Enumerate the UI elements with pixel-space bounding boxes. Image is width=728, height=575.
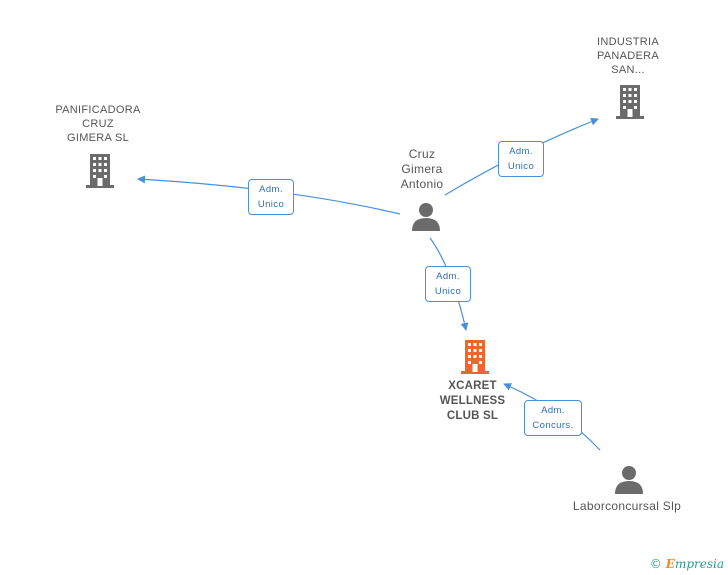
edge-label-adm-unico[interactable]: Adm. Unico (248, 179, 294, 215)
building-icon (86, 154, 114, 188)
edge-label-adm-concurs[interactable]: Adm. Concurs. (524, 400, 582, 436)
footer-brand: ©Empresia (650, 557, 724, 571)
edge-label-line: Unico (257, 199, 285, 210)
person-icon (615, 466, 643, 494)
edge-label-line: Unico (507, 161, 535, 172)
edge-label-line: Concurs. (532, 420, 574, 431)
edge-label-line: Unico (434, 286, 462, 297)
brand-logo-letter: E (665, 557, 675, 571)
node-label-laborconcursal[interactable]: Laborconcursal Slp (562, 499, 692, 513)
node-label-xcaret[interactable]: XCARET WELLNESS CLUB SL (425, 379, 520, 424)
copyright-icon: © (649, 557, 662, 571)
edge-label-line: Adm. (259, 184, 283, 195)
label-line: XCARET (448, 380, 497, 392)
edge-label-adm-unico[interactable]: Adm. Unico (425, 266, 471, 302)
label-line: WELLNESS (439, 395, 506, 407)
label-line: Cruz (408, 147, 436, 161)
node-label-industria[interactable]: INDUSTRIA PANADERA SAN... (578, 35, 678, 77)
building-icon (616, 85, 644, 119)
label-line: PANADERA (596, 50, 660, 62)
label-line: Gimera (401, 162, 443, 176)
node-label-panificadora[interactable]: PANIFICADORA CRUZ GIMERA SL (48, 103, 148, 145)
building-icon (461, 340, 489, 374)
edge-label-line: Adm. (436, 271, 460, 282)
label-line: INDUSTRIA (597, 36, 659, 48)
label-line: CRUZ (82, 118, 114, 130)
label-line: Antonio (400, 177, 444, 191)
edge-label-adm-unico[interactable]: Adm. Unico (498, 141, 544, 177)
person-icon (412, 203, 440, 231)
label-line: CLUB SL (446, 410, 499, 422)
edge-label-line: Adm. (541, 405, 565, 416)
brand-logo-text: mpresia (674, 557, 724, 571)
label-line: PANIFICADORA (55, 104, 141, 116)
edge-label-line: Adm. (509, 146, 533, 157)
label-line: GIMERA SL (67, 132, 129, 144)
label-line: SAN... (611, 64, 645, 76)
node-label-cruz[interactable]: Cruz Gimera Antonio (382, 147, 462, 192)
label-line: Laborconcursal Slp (572, 499, 682, 513)
